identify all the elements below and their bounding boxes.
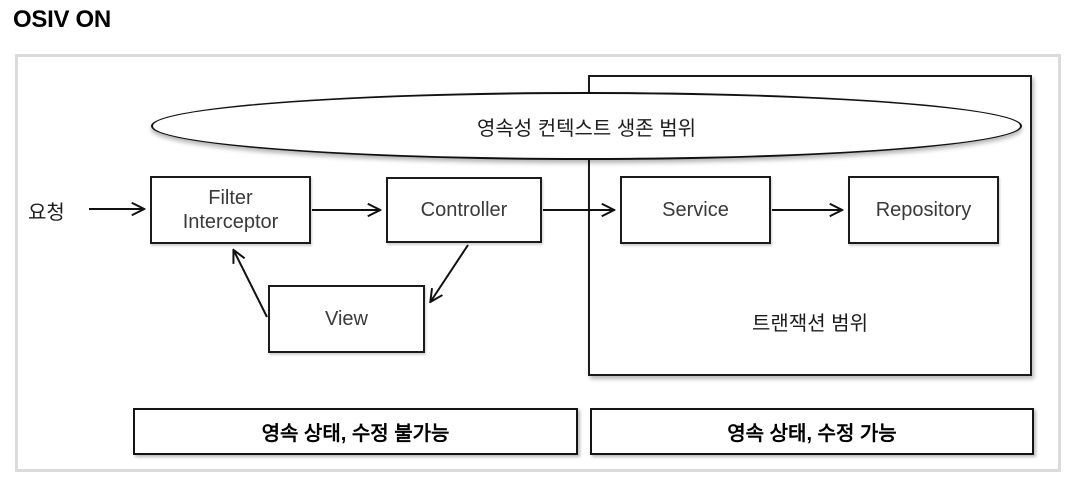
transaction-scope-label: 트랜잭션 범위 [752,313,868,335]
persistence-context-label: 영속성 컨텍스트 생존 범위 [476,117,697,140]
controller-label: Controller [420,198,508,221]
service-label: Service [662,198,729,221]
persistence-context-ellipse: 영속성 컨텍스트 생존 범위 [151,92,1022,160]
node-service: Service [620,176,771,244]
node-repository: Repository [848,176,999,244]
state-left-label: 영속 상태, 수정 불가능 [261,423,450,445]
node-controller: Controller [386,177,542,243]
state-box-not-modifiable: 영속 상태, 수정 불가능 [133,408,578,455]
page-title: OSIV ON [13,6,111,33]
node-view: View [268,285,425,353]
repository-label: Repository [875,198,972,221]
request-label: 요청 [28,202,65,224]
node-filter-interceptor: Filter Interceptor [150,176,311,244]
filter-label-line1: Filter [208,186,253,209]
state-box-modifiable: 영속 상태, 수정 가능 [590,408,1034,455]
filter-label-line2: Interceptor [182,211,279,233]
state-right-label: 영속 상태, 수정 가능 [727,423,897,445]
view-label: View [325,307,368,330]
